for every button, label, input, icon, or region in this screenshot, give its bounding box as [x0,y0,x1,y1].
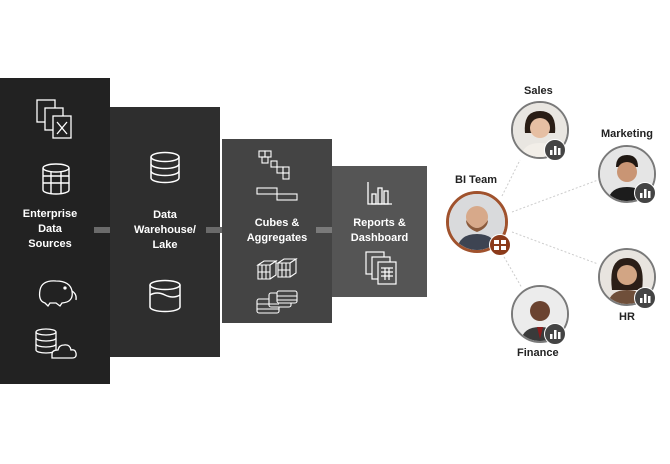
chart-badge-icon [544,139,566,161]
person-label-hr: HR [619,311,635,323]
chart-badge-icon [634,287,656,309]
person-label-bi-team: BI Team [455,174,497,186]
data-lake-icon [149,279,181,313]
olap-cubes-icon [256,257,298,280]
chart-badge-icon [634,182,656,204]
cloud-database-icon [35,328,77,359]
bar-chart-icon [367,182,392,205]
stage-label-enterprise: Enterprise Data Sources [22,208,78,250]
aggregate-tables-icon [256,290,298,314]
stage-label-warehouse: Data Warehouse/ Lake [134,209,196,251]
cubes-aggregates-panel: Cubes & Aggregates [222,139,332,323]
person-label-marketing: Marketing [601,128,653,140]
excel-files-icon [36,99,72,139]
reports-dashboard-panel: Reports & Dashboard [332,166,427,297]
database-grid-icon [42,163,70,195]
report-documents-icon [365,251,397,285]
enterprise-data-sources-panel: Enterprise Data Sources [0,78,110,384]
avatar-hr [598,248,656,306]
person-label-finance: Finance [517,347,559,359]
database-icon [150,151,180,184]
stage-label-reports: Reports & Dashboard [350,217,409,244]
bi-team-badge-icon [489,234,511,256]
avatar-bi-team [446,191,508,253]
data-warehouse-panel: Data Warehouse/ Lake [110,107,220,357]
hierarchy-steps-icon [256,187,298,201]
stage-label-cubes: Cubes & Aggregates [246,217,308,244]
chart-badge-icon [544,323,566,345]
cube-blocks-icon [258,150,290,180]
person-label-sales: Sales [524,85,553,97]
person-photo-hr [600,250,654,304]
hadoop-elephant-icon [38,280,77,308]
